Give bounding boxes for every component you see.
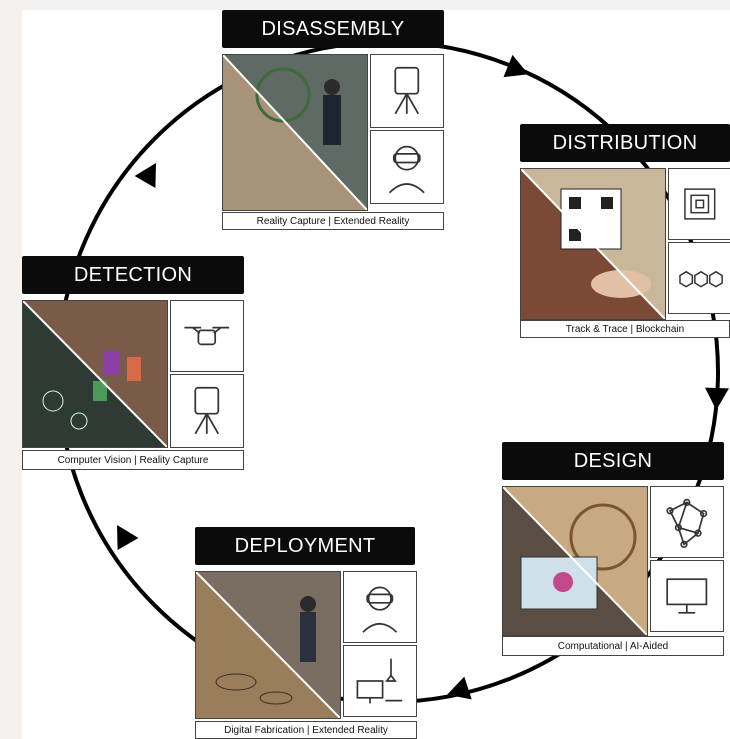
network-graph-icon bbox=[650, 486, 724, 558]
stage-caption: Reality Capture | Extended Reality bbox=[222, 212, 444, 230]
background-band-top bbox=[0, 0, 730, 10]
blockchain-icon bbox=[668, 242, 730, 314]
laser-scanner-icon bbox=[170, 374, 244, 448]
cnc-machine-icon bbox=[343, 645, 417, 717]
stage-card-deployment: DEPLOYMENT Digital Fabrication | Extende… bbox=[195, 527, 417, 739]
laser-scanner-icon bbox=[370, 54, 444, 128]
drone-icon bbox=[170, 300, 244, 372]
stage-title: DEPLOYMENT bbox=[195, 527, 415, 565]
cycle-arrow-top-right bbox=[503, 54, 529, 78]
vr-headset-icon bbox=[370, 130, 444, 204]
cycle-arrow-right bbox=[705, 387, 729, 410]
stage-card-disassembly: DISASSEMBLY Reality Capture | Extended R… bbox=[222, 10, 444, 230]
stage-title: DISTRIBUTION bbox=[520, 124, 730, 162]
stage-title: DISASSEMBLY bbox=[222, 10, 444, 48]
nfc-tag-icon bbox=[668, 168, 730, 240]
stage-caption: Track & Trace | Blockchain bbox=[520, 320, 730, 338]
cycle-arrow-bottom-left bbox=[117, 524, 139, 550]
stage-caption: Computer Vision | Reality Capture bbox=[22, 450, 244, 470]
vr-headset-icon bbox=[343, 571, 417, 643]
cycle-arrow-bottom bbox=[447, 676, 472, 700]
stage-title: DETECTION bbox=[22, 256, 244, 294]
cycle-arrow-left bbox=[134, 162, 156, 188]
stage-card-design: DESIGN Computational | AI-Aided bbox=[502, 442, 726, 660]
stage-photo bbox=[195, 571, 341, 719]
stage-card-detection: DETECTION Computer Vision | Reality Capt… bbox=[22, 256, 244, 474]
stage-caption: Digital Fabrication | Extended Reality bbox=[195, 721, 417, 739]
stage-title: DESIGN bbox=[502, 442, 724, 480]
stage-card-distribution: DISTRIBUTION Track & Trace | Blockchain bbox=[520, 124, 730, 340]
stage-photo bbox=[502, 486, 648, 636]
stage-caption: Computational | AI-Aided bbox=[502, 636, 724, 656]
stage-photo bbox=[22, 300, 168, 448]
stage-photo bbox=[520, 168, 666, 320]
stage-photo bbox=[222, 54, 368, 211]
monitor-icon bbox=[650, 560, 724, 632]
background-band-left bbox=[0, 0, 22, 739]
